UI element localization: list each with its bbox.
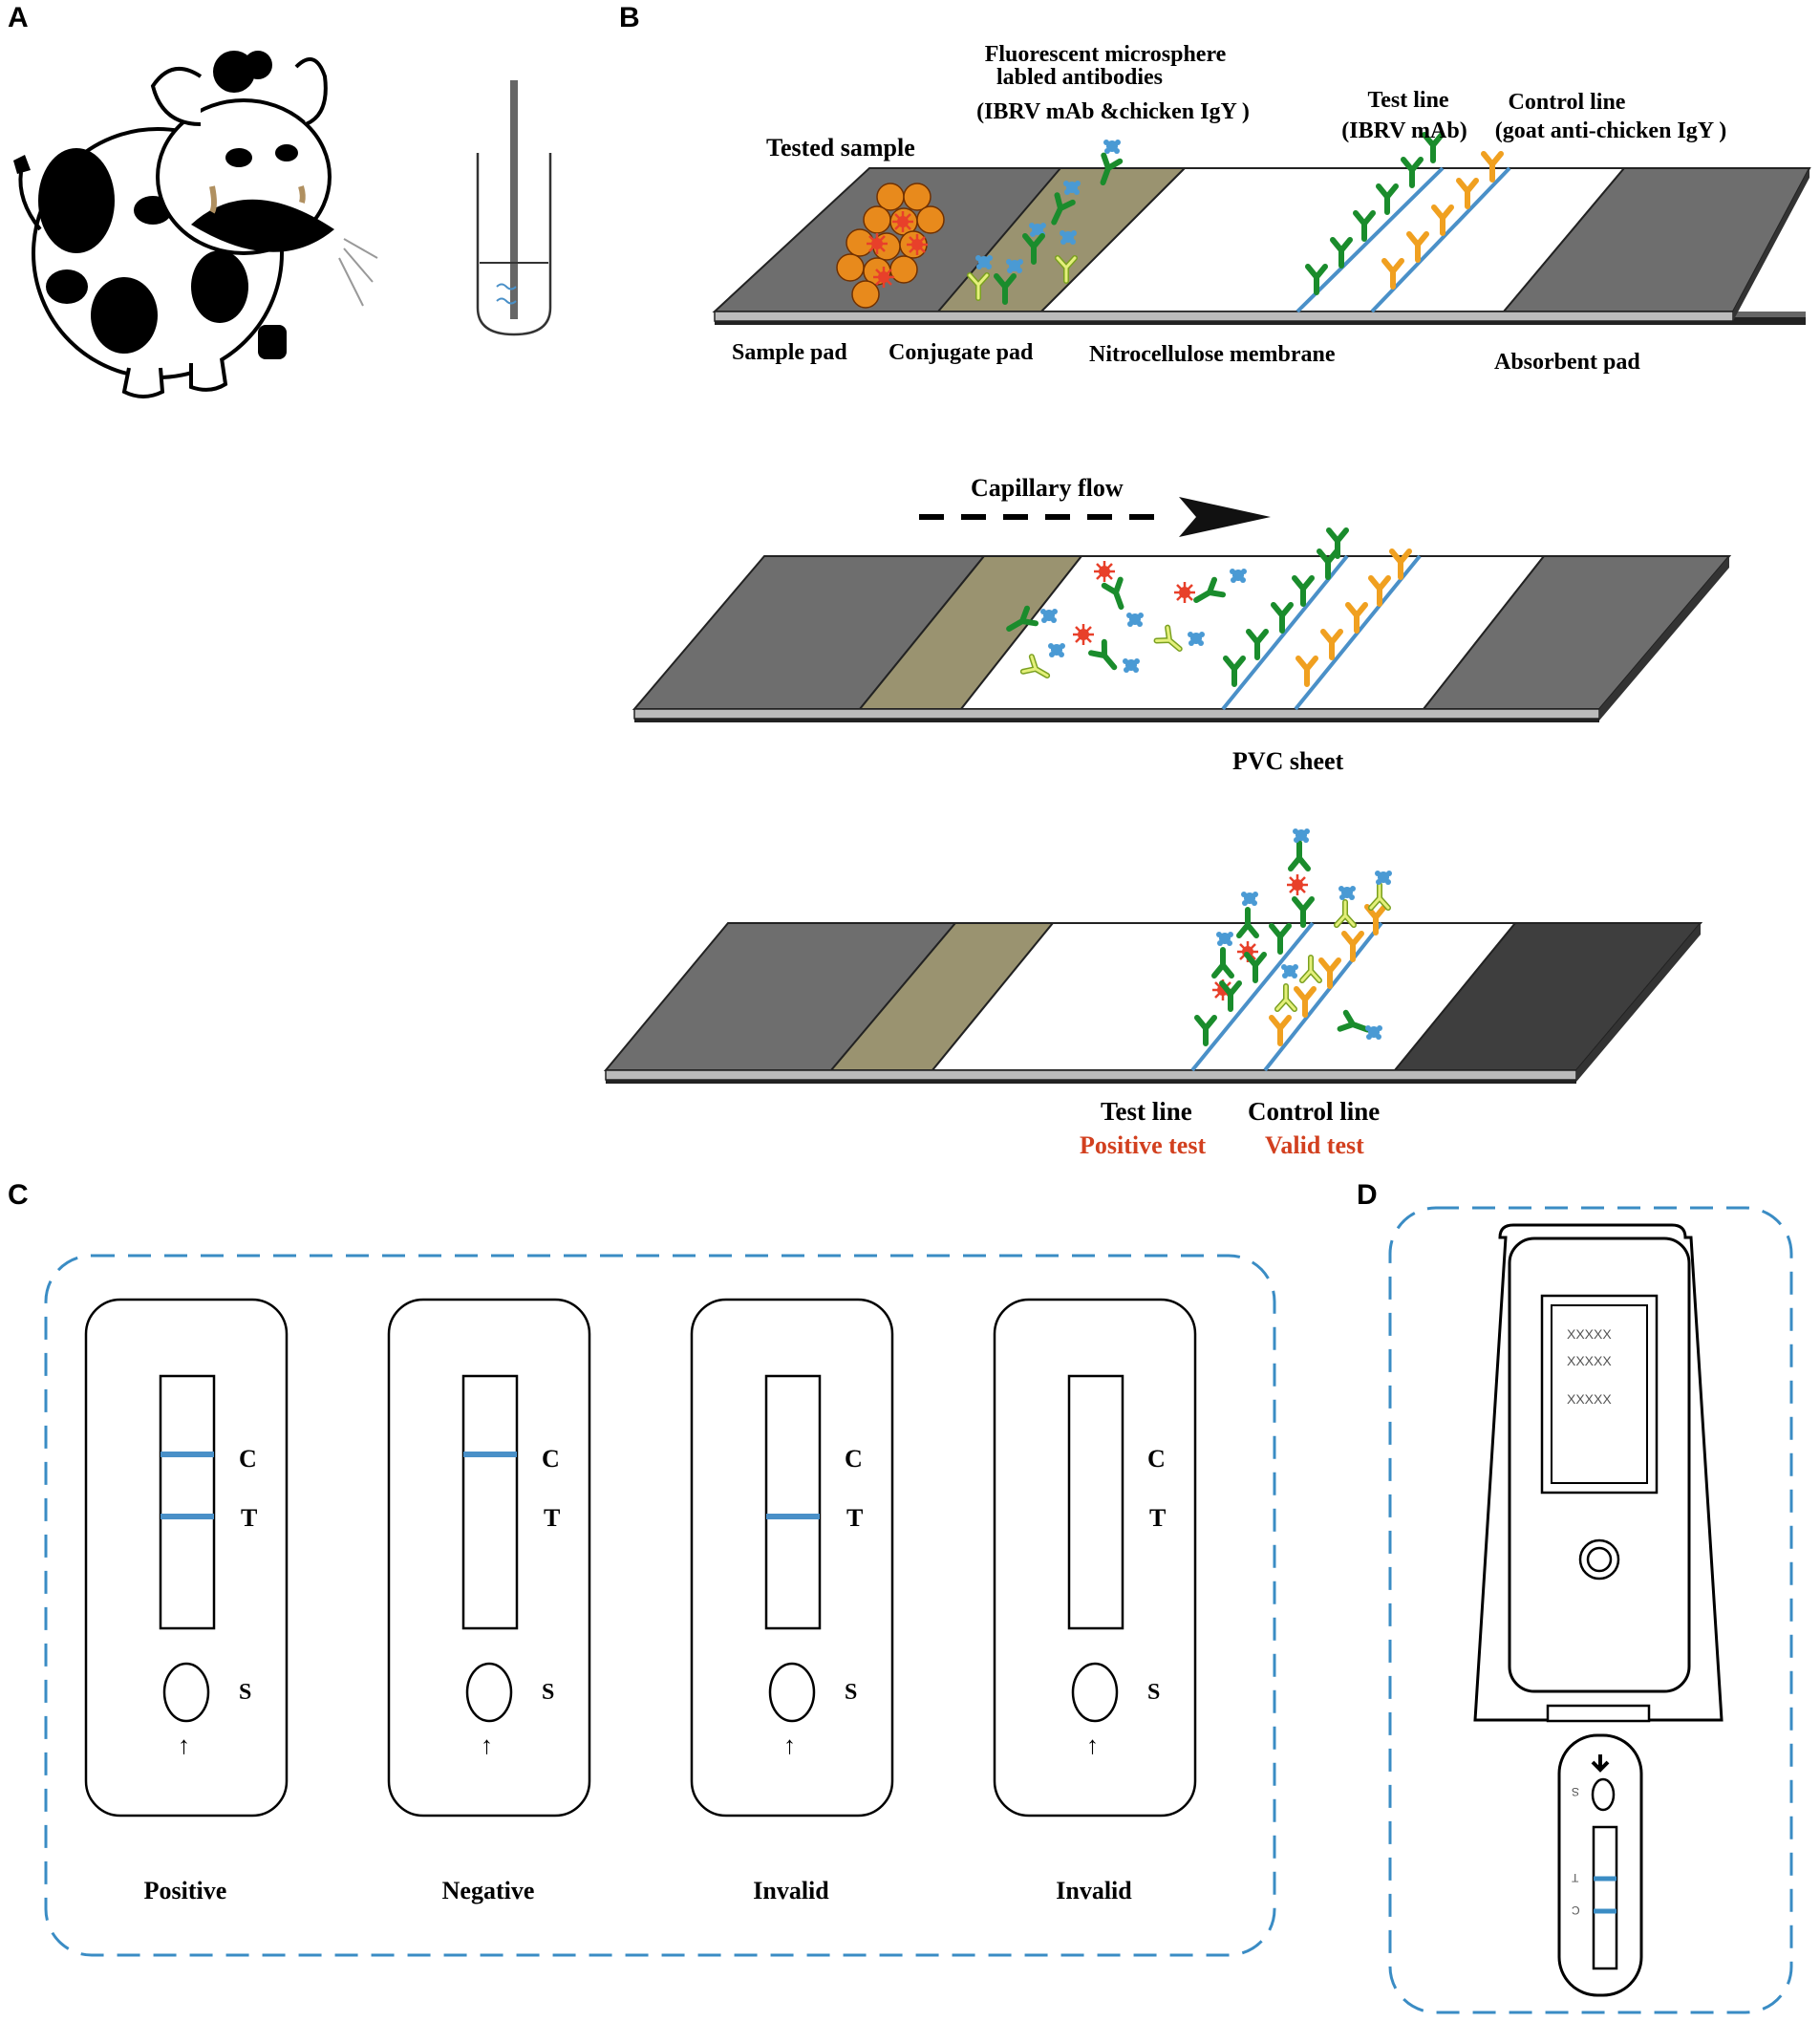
label-control-line-bottom: Control line <box>1248 1097 1381 1126</box>
panel-label-b: B <box>619 2 640 33</box>
panel-label-c: C <box>8 1179 29 1211</box>
cassette-arrow-icon: ↑ <box>178 1732 190 1759</box>
label-conjugate-pad: Conjugate pad <box>889 340 1034 365</box>
cow-illustration <box>13 51 378 398</box>
sample-well <box>162 1662 210 1723</box>
label-test-line-top: Test line <box>1367 88 1449 113</box>
label-valid-test: Valid test <box>1265 1131 1364 1159</box>
label-nc-membrane: Nitrocellulose membrane <box>1089 342 1336 367</box>
test-strip-middle <box>632 497 1732 722</box>
cassette-result-label: Negative <box>441 1877 535 1904</box>
label-capillary-flow: Capillary flow <box>971 474 1124 502</box>
label-fluorescent-1: Fluorescent microsphere <box>984 42 1227 67</box>
test-strip-bottom <box>603 828 1703 1084</box>
cassette-arrow-icon: ↑ <box>1086 1732 1099 1759</box>
cassette-label-t: T <box>241 1504 258 1532</box>
reader-strip-t: T <box>1572 1871 1579 1884</box>
cassette-result-window <box>764 1374 822 1630</box>
reader-strip-c: C <box>1572 1904 1580 1917</box>
reader-screen-line-3: XXXXX <box>1567 1391 1612 1407</box>
cassette-arrow-icon: ↑ <box>783 1732 796 1759</box>
cassette-result-window <box>1067 1374 1124 1630</box>
cassette-label-s: S <box>1147 1680 1161 1705</box>
label-test-line-sub: (IBRV mAb) <box>1341 118 1467 143</box>
sample-well <box>465 1662 513 1723</box>
cassette-label-t: T <box>544 1504 561 1532</box>
cassette-result-window <box>461 1374 519 1630</box>
cassette-label-c: C <box>542 1445 560 1473</box>
label-tested-sample: Tested sample <box>766 134 915 161</box>
cassette-result-window <box>159 1374 216 1630</box>
label-pvc-sheet: PVC sheet <box>1232 747 1344 775</box>
panel-label-a: A <box>8 2 29 33</box>
tested-sample-particles <box>836 183 945 309</box>
sample-well <box>768 1662 816 1723</box>
label-absorbent-pad: Absorbent pad <box>1494 350 1640 375</box>
label-sample-pad: Sample pad <box>732 340 847 365</box>
label-control-line-top: Control line <box>1508 90 1626 115</box>
panel-d-dashed-frame <box>1388 1206 1793 2014</box>
sample-tube <box>476 80 552 336</box>
reader-strip-s: S <box>1572 1785 1580 1798</box>
cassette-label-c: C <box>1147 1445 1166 1473</box>
cassette-label-c: C <box>845 1445 863 1473</box>
cassette-label-s: S <box>239 1680 252 1705</box>
capillary-arrow-head <box>1179 497 1271 537</box>
cassette-result-label: Invalid <box>753 1877 829 1904</box>
test-strip-top <box>712 135 1811 325</box>
reader-screen-line-1: XXXXX <box>1567 1326 1612 1342</box>
label-positive-test: Positive test <box>1080 1131 1207 1159</box>
panel-label-d: D <box>1357 1179 1378 1211</box>
cassette-arrow-icon: ↑ <box>481 1732 493 1759</box>
fluorescence-reader <box>1473 1223 1724 1997</box>
cassette-label-c: C <box>239 1445 257 1473</box>
sample-well <box>1071 1662 1119 1723</box>
cassette-label-s: S <box>845 1680 858 1705</box>
test-line-top <box>1295 166 1445 313</box>
cassette-result-label: Positive <box>143 1877 227 1904</box>
cassette-label-t: T <box>846 1504 864 1532</box>
cassette-label-s: S <box>542 1680 555 1705</box>
cassette-label-t: T <box>1149 1504 1167 1532</box>
cassette-result-label: Invalid <box>1056 1877 1132 1904</box>
label-fluorescent-2: labled antibodies <box>996 65 1164 90</box>
reader-screen-line-2: XXXXX <box>1567 1353 1612 1368</box>
label-control-line-sub: (goat anti-chicken IgY ) <box>1494 118 1727 143</box>
label-test-line-bottom: Test line <box>1101 1097 1192 1126</box>
cassette-group <box>84 1298 1197 1818</box>
label-fluorescent-3: (IBRV mAb &chicken IgY ) <box>976 99 1250 124</box>
